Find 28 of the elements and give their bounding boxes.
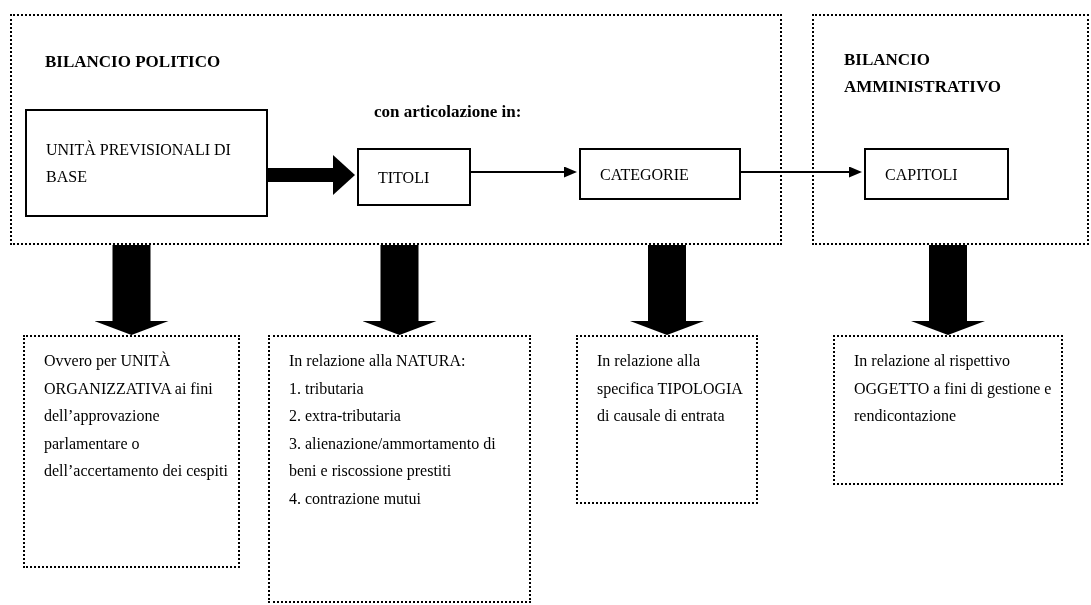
box-text: 3. alienazione/ammortamento di beni e riscossione prestiti xyxy=(289,433,497,482)
process-box xyxy=(864,148,1009,200)
box-text: 2. extra-tributaria xyxy=(289,406,402,426)
box-text: CATEGORIE xyxy=(600,164,689,185)
heading: BILANCIO POLITICO xyxy=(45,51,222,73)
block-arrow xyxy=(911,245,985,335)
note-box xyxy=(23,335,240,568)
note-box xyxy=(268,335,531,603)
heading: BILANCIO AMMINISTRATIVO xyxy=(844,49,1003,98)
box-text: 4. contrazione mutui xyxy=(289,488,422,509)
box-text: In relazione alla NATURA: xyxy=(289,351,467,371)
dotted-frame xyxy=(10,14,782,245)
box-text: UNITÀ PREVISIONALI DI BASE xyxy=(46,139,232,187)
heading: con articolazione in: xyxy=(374,101,523,123)
process-box xyxy=(357,148,471,206)
process-box xyxy=(25,109,268,217)
note-box xyxy=(833,335,1063,485)
box-text: TITOLI xyxy=(378,167,430,188)
block-arrow xyxy=(630,245,704,335)
box-text: 1. tributaria xyxy=(289,378,365,399)
note-box xyxy=(576,335,758,504)
dotted-frame xyxy=(812,14,1089,245)
box-text: Ovvero per UNITÀ ORGANIZZATIVA ai fini dell’approvazione parlamentare o dell’accertamento dei cespiti xyxy=(44,350,229,482)
process-box xyxy=(579,148,741,200)
box-text: In relazione alla specifica TIPOLOGIA di causale di entrata xyxy=(597,351,744,426)
box-text: CAPITOLI xyxy=(885,164,958,185)
block-arrow xyxy=(362,245,437,335)
box-text: In relazione al rispettivo OGGETTO a fini di gestione e rendicontazione xyxy=(854,351,1053,426)
